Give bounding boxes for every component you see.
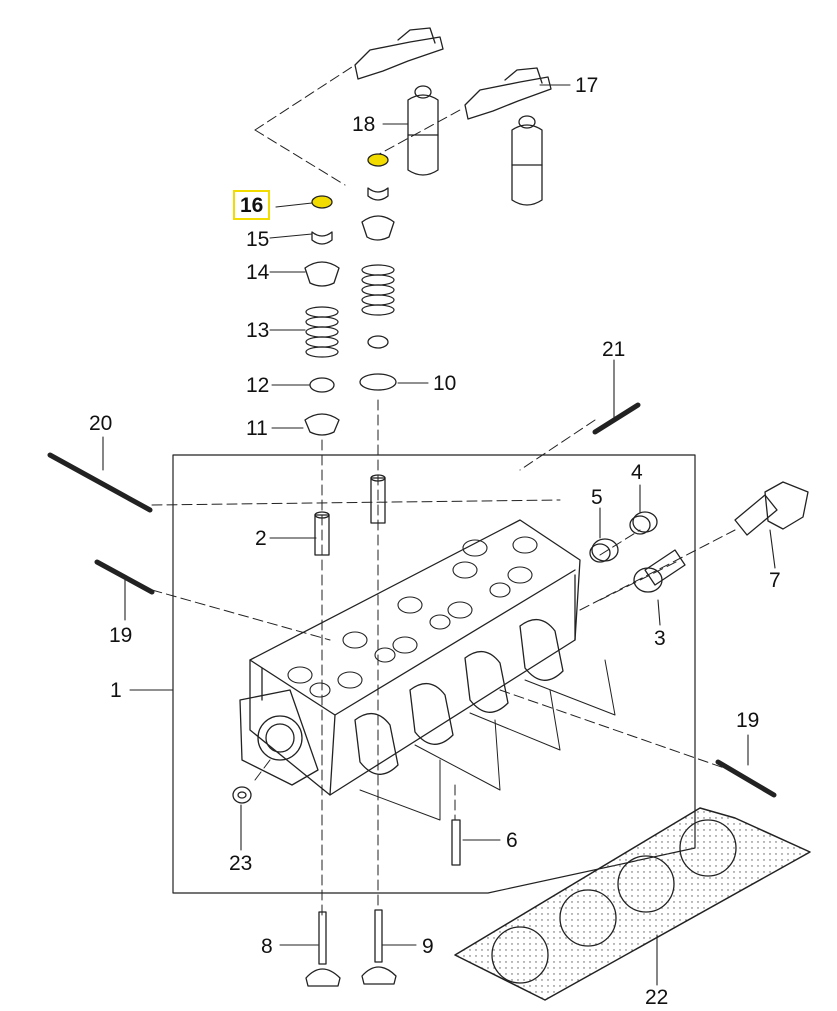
cylinder-head-frame [172,454,696,894]
callout-19-right: 19 [736,709,760,732]
stud-20 [47,452,153,513]
valve-9 [361,909,397,985]
callout-7: 7 [769,569,781,592]
callout-18: 18 [352,113,376,136]
nut-23 [232,786,252,804]
callout-9: 9 [422,935,434,958]
rocker-arm-right [464,67,552,120]
rocker-arm-left [354,27,444,80]
callout-20: 20 [89,412,113,435]
callout-17: 17 [575,74,599,97]
callout-22: 22 [645,986,669,1009]
callout-10: 10 [433,372,457,395]
stud-21 [592,402,641,435]
callout-14: 14 [246,261,270,284]
callout-3: 3 [654,627,666,650]
head-gasket-22 [454,807,811,1001]
callout-1: 1 [110,679,122,702]
callout-15: 15 [246,228,270,251]
sensor-7 [734,481,809,536]
callout-5: 5 [591,486,603,509]
callout-23: 23 [229,852,253,875]
plug-4 [629,511,658,535]
hydraulic-lifter-right [511,115,543,206]
callout-19-left: 19 [109,624,133,647]
hydraulic-lifter-18 [407,85,439,176]
valve-stack-right [359,153,397,524]
callout-11: 11 [246,417,268,440]
callout-21: 21 [602,338,626,361]
callout-12: 12 [246,374,270,397]
callout-16-highlighted[interactable]: 16 [233,190,271,220]
plug-5 [589,538,619,563]
callout-13: 13 [246,319,270,342]
callout-6: 6 [506,829,518,852]
stud-19-right [715,759,777,798]
callout-2: 2 [255,527,267,550]
dowel-pin-6 [451,819,461,866]
callout-4: 4 [631,461,643,484]
seal-3 [633,549,686,593]
stud-19-left [94,559,155,595]
callout-8: 8 [261,935,273,958]
valve-8 [305,911,341,987]
cylinder-head [239,519,581,796]
